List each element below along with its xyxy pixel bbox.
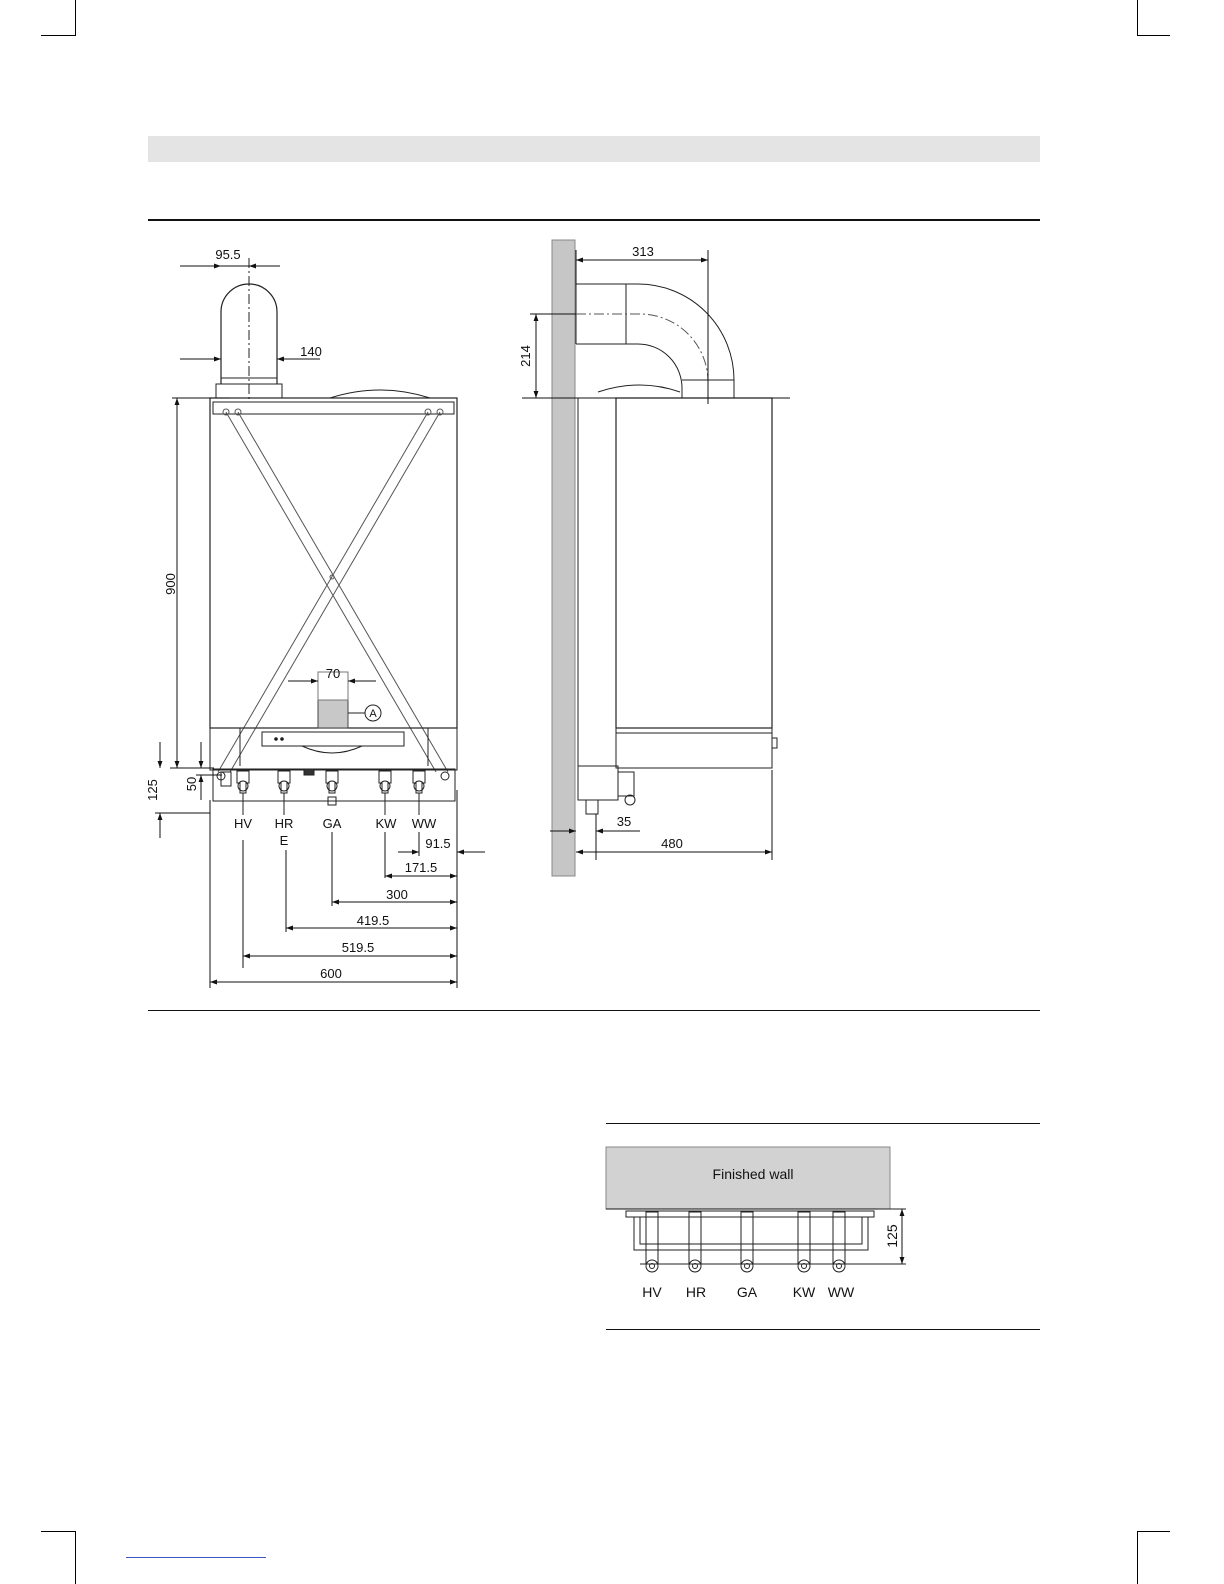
dim-600-label: 600 bbox=[320, 966, 342, 981]
dim-519-5-label: 519.5 bbox=[342, 940, 375, 955]
dim-480-label: 480 bbox=[661, 836, 683, 851]
detail-pipes bbox=[646, 1212, 845, 1272]
dim-171-5-label: 171.5 bbox=[405, 860, 438, 875]
mounting-rail bbox=[213, 402, 454, 414]
dim-height-label: 900 bbox=[163, 573, 178, 595]
front-lower-panel bbox=[210, 728, 457, 770]
dim-flue-offset-label: 95.5 bbox=[215, 247, 240, 262]
side-view bbox=[522, 240, 790, 876]
side-wall bbox=[552, 240, 575, 876]
detail-dim-125-label: 125 bbox=[884, 1224, 900, 1248]
side-connection-block bbox=[578, 766, 618, 800]
dim-214-label: 214 bbox=[518, 345, 533, 367]
detail-connection-hv: HV bbox=[642, 1284, 662, 1300]
front-valves bbox=[221, 769, 425, 815]
side-mounting-frame bbox=[578, 398, 616, 766]
front-flue-pipe bbox=[216, 258, 282, 400]
dim-419-5-label: 419.5 bbox=[357, 913, 390, 928]
label-a: A bbox=[369, 708, 377, 720]
detail-connection-hr: HR bbox=[686, 1284, 706, 1300]
connection-label-hr: HR bbox=[275, 816, 294, 831]
dim-313-label: 313 bbox=[632, 244, 654, 259]
connection-label-ww: WW bbox=[412, 816, 437, 831]
front-top-dome bbox=[330, 390, 430, 398]
dim-300-label: 300 bbox=[386, 887, 408, 902]
detail-connection-ww: WW bbox=[828, 1284, 855, 1300]
bracket-a bbox=[318, 700, 348, 728]
dim-91-5-label: 91.5 bbox=[425, 836, 450, 851]
side-casing bbox=[616, 398, 772, 728]
connection-label-hv: HV bbox=[234, 816, 252, 831]
front-view-labels: 95.5 140 900 70 A 125 50 HV HR GA KW WW … bbox=[145, 247, 451, 981]
connection-label-kw: KW bbox=[376, 816, 398, 831]
side-flue-elbow bbox=[576, 284, 734, 400]
connection-label-e: E bbox=[280, 833, 289, 848]
front-dimension-lines bbox=[155, 266, 485, 988]
side-lower-panel bbox=[616, 728, 772, 768]
finished-wall-label: Finished wall bbox=[713, 1166, 794, 1182]
side-view-labels: 313 214 35 480 bbox=[518, 244, 683, 851]
connection-label-ga: GA bbox=[323, 816, 342, 831]
front-view bbox=[210, 258, 457, 815]
dim-bracket-width-label: 70 bbox=[326, 666, 340, 681]
detail-connection-kw: KW bbox=[793, 1284, 816, 1300]
detail-connection-ga: GA bbox=[737, 1284, 758, 1300]
dim-125-label: 125 bbox=[145, 779, 160, 801]
dim-flue-diameter-label: 140 bbox=[300, 344, 322, 359]
dim-35-label: 35 bbox=[617, 814, 631, 829]
dim-50-label: 50 bbox=[184, 777, 199, 791]
